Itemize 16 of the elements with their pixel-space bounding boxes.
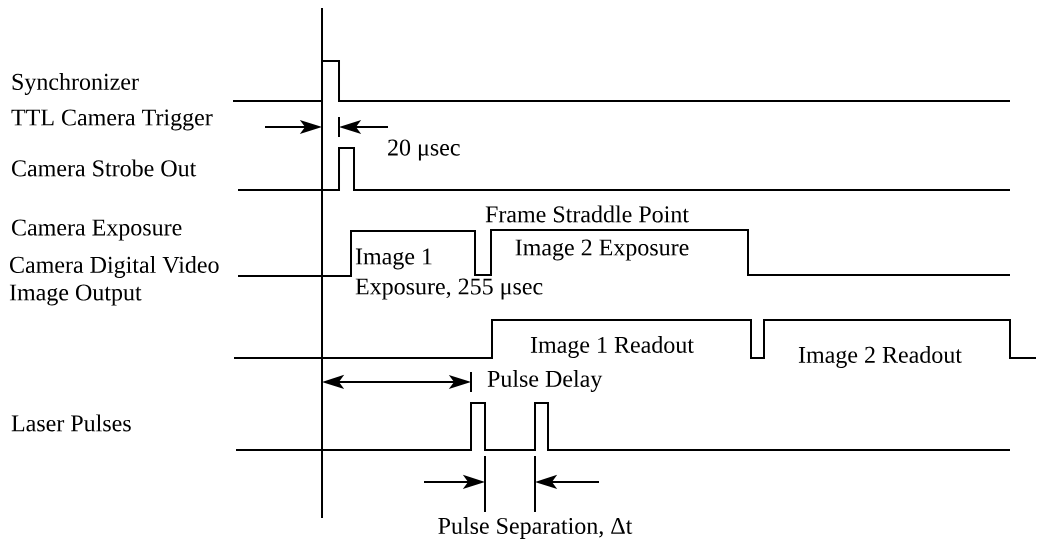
- signal-label: Camera Strobe Out: [12, 159, 197, 177]
- signal-label: Camera Digital Video: [10, 256, 219, 278]
- signal-label: Laser Pulses: [11, 414, 131, 432]
- signal-label: Camera Exposure: [12, 219, 182, 241]
- signal-label: Pulse Separation, Δt: [438, 517, 633, 539]
- signal-label: Image 1: [355, 248, 432, 270]
- signal-label: Exposure, 255 μsec: [355, 278, 543, 300]
- signal-label: Image 1 Readout: [530, 336, 694, 358]
- signal-label: Image 2 Exposure: [515, 239, 689, 261]
- signal-label: Image 2 Readout: [798, 346, 962, 368]
- signal-label: TTL Camera Trigger: [11, 109, 213, 131]
- signal-label: Frame Straddle Point: [485, 205, 689, 223]
- signal-label: 20 μsec: [388, 139, 460, 161]
- signal-label: Pulse Delay: [487, 370, 603, 392]
- signal-label: Synchronizer: [12, 73, 139, 95]
- signal-label: Image Output: [9, 284, 142, 306]
